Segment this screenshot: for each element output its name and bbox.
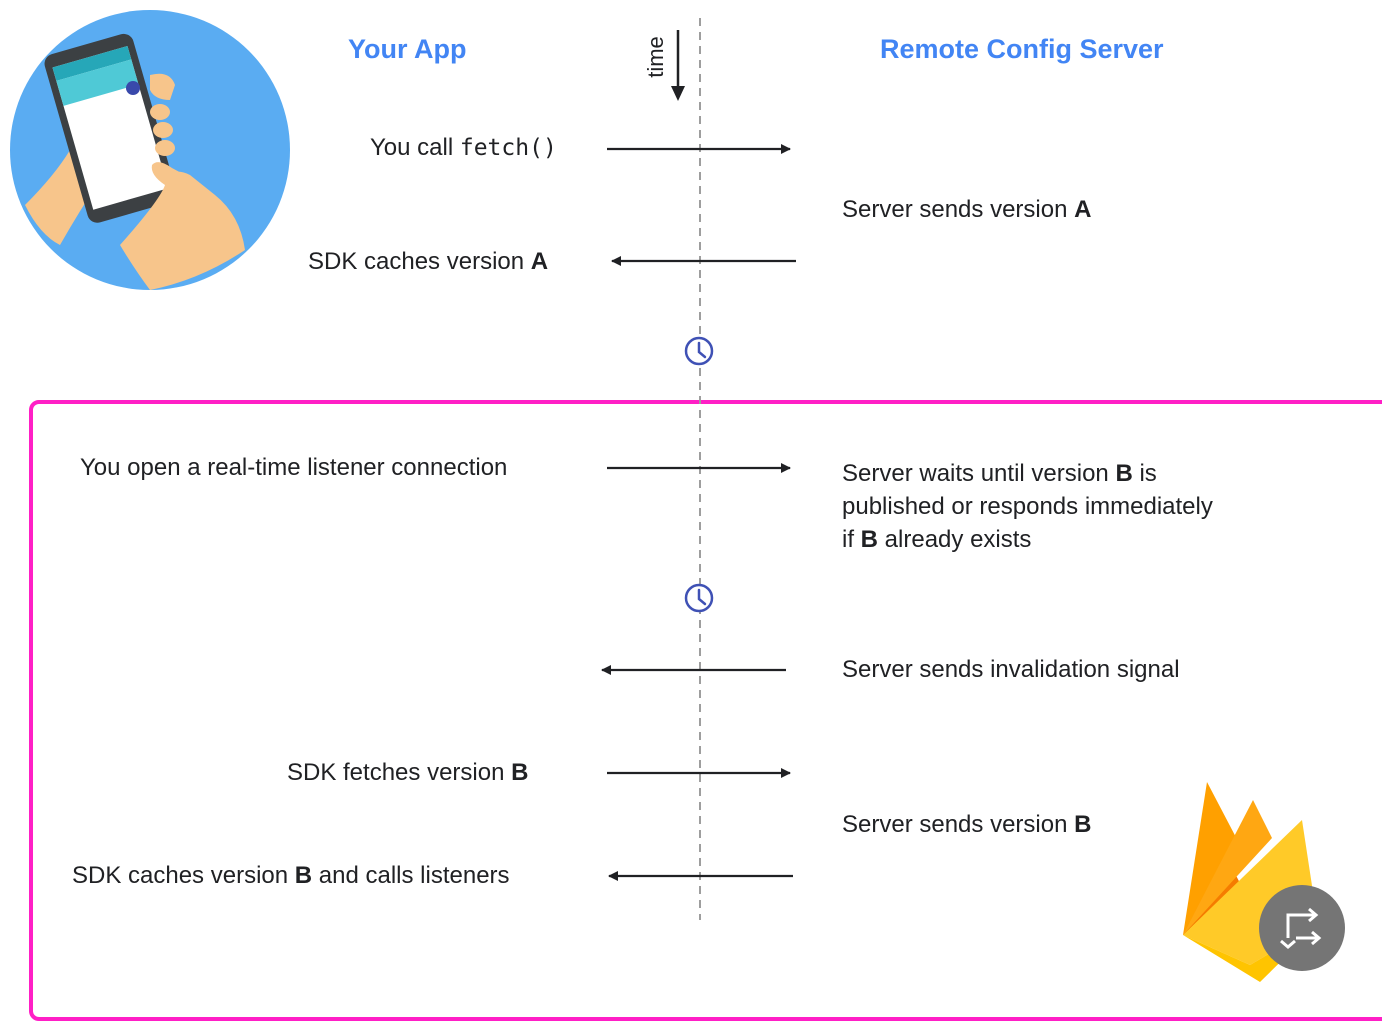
step-server-sends-a: Server sends version A — [842, 198, 1091, 222]
time-axis-label: time — [642, 36, 668, 78]
fetch-code: fetch() — [459, 135, 557, 161]
step-sdk-fetches-b-text: SDK fetches version — [287, 759, 512, 786]
app-column-heading: Your App — [348, 34, 467, 64]
version-b-label: B — [860, 526, 879, 553]
step-server-sends-a-text: Server sends version — [842, 196, 1075, 223]
step-sdk-caches-a-text: SDK caches version — [308, 248, 531, 275]
step-sdk-caches-b: SDK caches version B and calls listeners — [72, 864, 510, 888]
step-server-sends-b-text: Server sends version — [842, 811, 1075, 838]
step-sdk-caches-b-text: SDK caches version — [72, 862, 295, 889]
step-server-sends-b: Server sends version B — [842, 813, 1091, 837]
step-server-waits-text-1: Server waits until version — [842, 460, 1116, 487]
step-open-listener: You open a real-time listener connection — [80, 454, 508, 481]
time-arrow-head — [671, 86, 685, 101]
realtime-section-box — [29, 400, 1382, 1021]
step-server-waits-text-2: is published or responds immediately if — [842, 460, 1213, 553]
step-sdk-fetches-b: SDK fetches version B — [287, 761, 528, 785]
version-b-label: B — [1115, 460, 1133, 487]
step-server-waits-text-3: already exists — [878, 526, 1032, 553]
step-server-waits: Server waits until version B is publishe… — [842, 457, 1227, 556]
step-call-fetch: You call fetch() — [370, 136, 557, 160]
version-a-label: A — [1074, 196, 1092, 223]
phone-in-hand-icon — [10, 10, 290, 290]
clock-icon — [684, 583, 714, 613]
version-a-label: A — [530, 248, 549, 275]
step-invalidation-signal: Server sends invalidation signal — [842, 656, 1180, 683]
step-sdk-caches-a: SDK caches version A — [308, 250, 548, 274]
version-b-label: B — [294, 862, 313, 889]
step-call-fetch-text: You call — [370, 134, 460, 161]
version-b-label: B — [511, 759, 529, 786]
server-column-heading: Remote Config Server — [880, 34, 1164, 64]
step-sdk-caches-b-suffix: and calls listeners — [312, 862, 510, 889]
version-b-label: B — [1074, 811, 1092, 838]
firebase-remote-config-icon — [1183, 782, 1345, 982]
clock-icon — [684, 336, 714, 366]
